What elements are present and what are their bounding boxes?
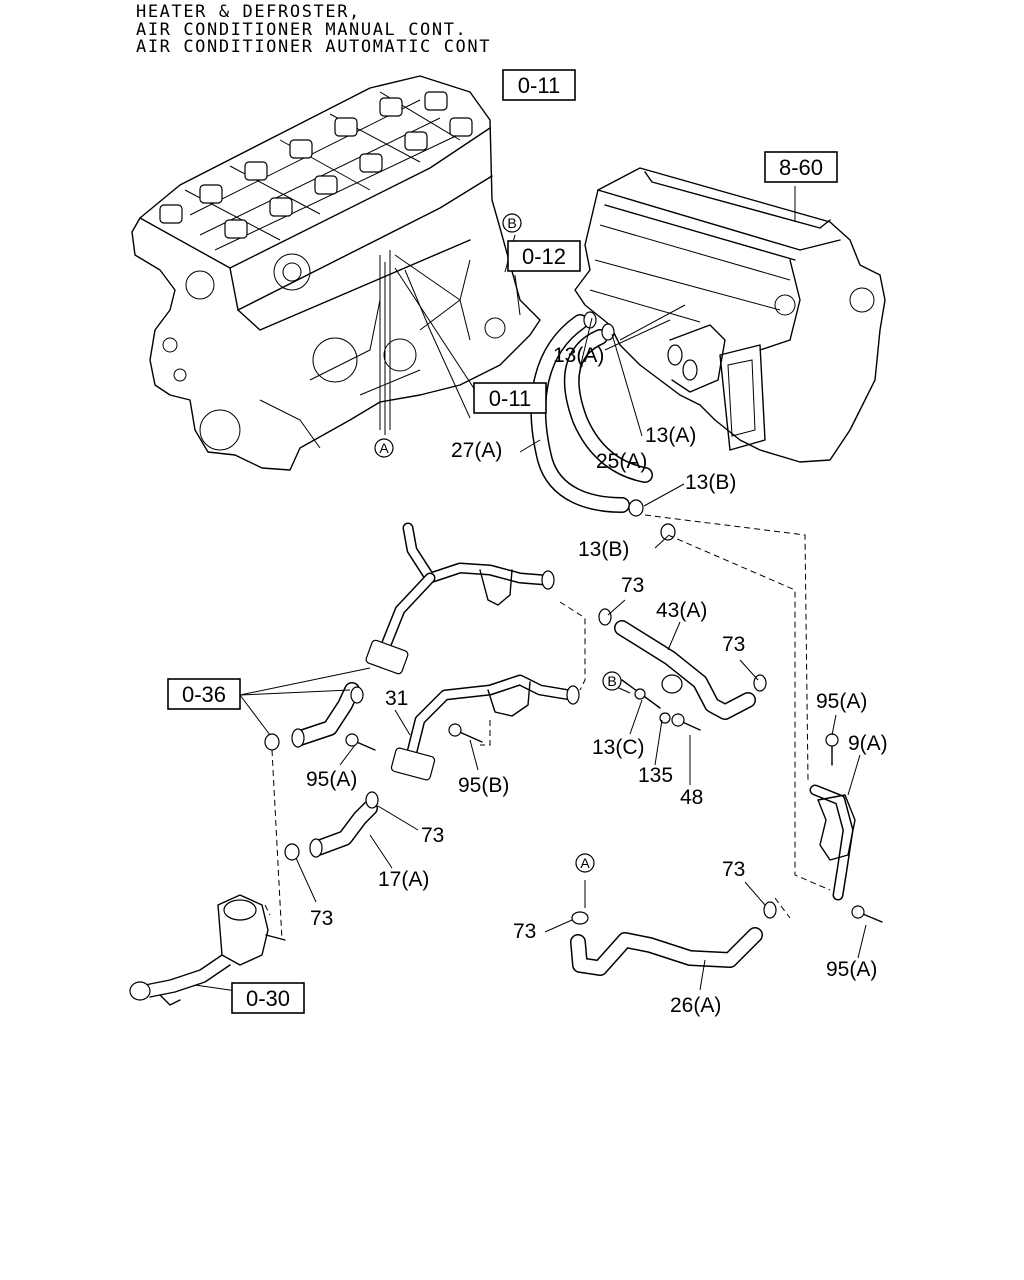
label-27a: 27(A) (451, 439, 502, 462)
ref-box-0-30[interactable]: 0-30 (231, 982, 305, 1014)
label-25a: 25(A) (596, 450, 647, 473)
header-line-3: AIR CONDITIONER AUTOMATIC CONT (136, 37, 492, 57)
marker-a-hose: A (575, 853, 595, 873)
label-73-e: 73 (722, 858, 745, 881)
header-line-1: HEATER & DEFROSTER, (136, 2, 361, 22)
label-9a: 9(A) (848, 732, 888, 755)
svg-text:0-36: 0-36 (182, 682, 226, 707)
marker-b-engine: B (502, 213, 522, 233)
label-26a: 26(A) (670, 994, 721, 1017)
label-43a: 43(A) (656, 599, 707, 622)
svg-text:A: A (580, 855, 590, 871)
label-73-f: 73 (513, 920, 536, 943)
marker-a-engine: A (374, 438, 394, 458)
svg-text:0-11: 0-11 (489, 386, 531, 411)
label-95a-left: 95(A) (306, 768, 357, 791)
ref-box-0-11-top[interactable]: 0-11 (502, 69, 576, 101)
header-line-2: AIR CONDITIONER MANUAL CONT. (136, 19, 468, 40)
label-95a-low: 95(A) (826, 958, 877, 981)
ref-box-0-36[interactable]: 0-36 (167, 678, 241, 710)
svg-text:0-12: 0-12 (522, 244, 566, 269)
label-13a-right: 13(A) (645, 424, 696, 447)
water-outlet-illustration (129, 894, 286, 1006)
label-13c: 13(C) (592, 736, 645, 759)
svg-text:B: B (507, 215, 516, 231)
svg-text:B: B (607, 673, 616, 689)
ref-box-8-60[interactable]: 8-60 (764, 151, 838, 183)
diagram-header: HEATER & DEFROSTER, AIR CONDITIONER MANU… (136, 2, 492, 57)
label-13a-top: 13(A) (553, 344, 604, 367)
valve-cover-bosses (159, 91, 473, 239)
ref-box-0-12[interactable]: 0-12 (507, 240, 581, 272)
svg-text:8-60: 8-60 (779, 155, 823, 180)
label-13b-low: 13(B) (578, 538, 629, 561)
label-135: 135 (638, 764, 673, 787)
label-31: 31 (385, 687, 408, 710)
svg-text:0-30: 0-30 (246, 986, 290, 1011)
label-73-d: 73 (310, 907, 333, 930)
svg-text:0-11: 0-11 (518, 73, 560, 98)
label-73-a: 73 (621, 574, 644, 597)
engine-block-illustration (131, 75, 541, 471)
ref-box-0-11-mid[interactable]: 0-11 (473, 382, 547, 414)
label-73-b: 73 (722, 633, 745, 656)
marker-b-bracket: B (602, 671, 622, 691)
svg-text:A: A (379, 440, 389, 456)
label-48: 48 (680, 786, 703, 809)
label-13b-top: 13(B) (685, 471, 736, 494)
label-95a-right: 95(A) (816, 690, 867, 713)
label-95b: 95(B) (458, 774, 509, 797)
label-17a: 17(A) (378, 868, 429, 891)
label-73-c: 73 (421, 824, 444, 847)
heater-unit-illustration (574, 167, 886, 463)
